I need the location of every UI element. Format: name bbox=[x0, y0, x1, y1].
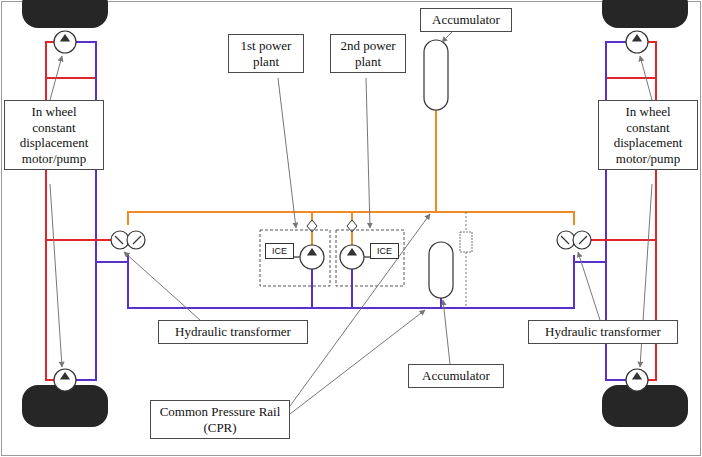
callout-box: 1st power plant bbox=[228, 34, 304, 73]
check-valves bbox=[307, 220, 357, 232]
callout-box: Common Pressure Rail (CPR) bbox=[150, 400, 290, 439]
callout-text: Hydraulic transformer bbox=[534, 324, 672, 340]
callout-box: Accumulator bbox=[420, 8, 512, 32]
callout-box: In wheel constant displacement motor/pum… bbox=[598, 100, 698, 170]
callout-text: In wheel constant displacement motor/pum… bbox=[604, 104, 692, 166]
callout-box: Hydraulic transformer bbox=[528, 320, 678, 344]
pumps bbox=[294, 245, 370, 269]
callout-text: Hydraulic transformer bbox=[164, 324, 302, 340]
callout-box: 2nd power plant bbox=[330, 34, 406, 73]
callout-box: Accumulator bbox=[408, 364, 504, 388]
engine-box: ICE bbox=[370, 243, 399, 259]
callout-text: 2nd power plant bbox=[336, 38, 400, 69]
engine-label: ICE bbox=[377, 246, 392, 256]
callout-text: 1st power plant bbox=[234, 38, 298, 69]
callout-text: In wheel constant displacement motor/pum… bbox=[10, 104, 98, 166]
engine-box: ICE bbox=[265, 243, 294, 259]
tires bbox=[22, 0, 688, 427]
left-axle-lines bbox=[46, 42, 128, 380]
accumulator-symbols bbox=[424, 40, 453, 298]
callout-box: In wheel constant displacement motor/pum… bbox=[4, 100, 104, 170]
callout-text: Accumulator bbox=[426, 12, 506, 28]
rails bbox=[128, 110, 574, 308]
callout-text: Common Pressure Rail (CPR) bbox=[156, 404, 284, 435]
power-plant-outlines bbox=[260, 230, 404, 286]
valve-symbol bbox=[460, 232, 472, 252]
transformer-symbols bbox=[111, 231, 591, 249]
callout-box: Hydraulic transformer bbox=[158, 320, 308, 344]
leader-lines bbox=[50, 32, 652, 414]
engine-label: ICE bbox=[272, 246, 287, 256]
callout-text: Accumulator bbox=[414, 368, 498, 384]
